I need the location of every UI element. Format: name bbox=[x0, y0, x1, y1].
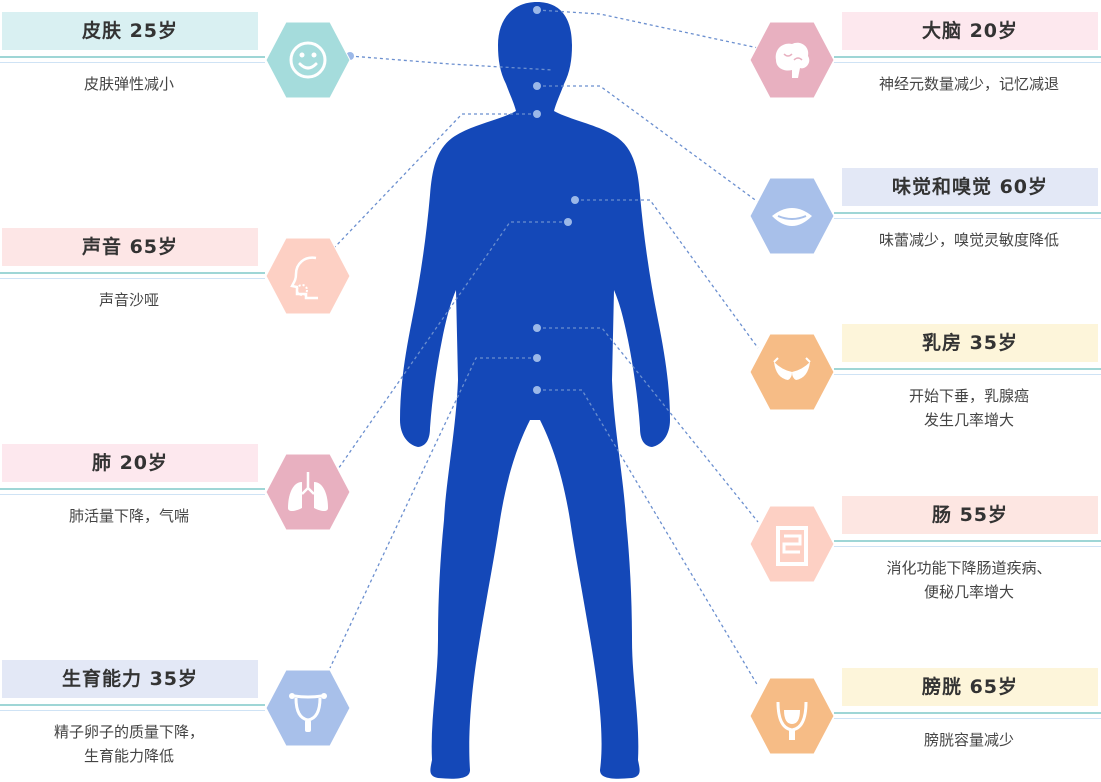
card-divider bbox=[834, 546, 1101, 547]
card-intestine: 肠 55岁 消化功能下降肠道疾病、 便秘几率增大 bbox=[748, 496, 1101, 626]
body-point-dot bbox=[533, 6, 541, 14]
card-description: 肺活量下降，气喘 bbox=[68, 507, 189, 525]
connector-line bbox=[349, 55, 554, 71]
card-divider bbox=[0, 494, 265, 495]
card-description: 声音沙哑 bbox=[98, 291, 159, 309]
card-divider bbox=[0, 704, 265, 706]
bra-icon bbox=[748, 332, 836, 412]
connector-line bbox=[335, 221, 568, 473]
connector-line bbox=[575, 199, 759, 349]
connector-line bbox=[536, 9, 759, 49]
connector-line bbox=[537, 389, 759, 687]
voice-head-icon bbox=[264, 236, 352, 316]
uterus-icon bbox=[264, 668, 352, 748]
card-divider bbox=[834, 56, 1101, 58]
body-point-dot bbox=[533, 386, 541, 394]
card-title: 肠 55岁 bbox=[842, 496, 1098, 534]
card-title: 膀胱 65岁 bbox=[842, 668, 1098, 706]
card-divider bbox=[0, 56, 265, 58]
body-point-dot bbox=[564, 218, 572, 226]
smile-face-icon bbox=[264, 20, 352, 100]
card-title: 声音 65岁 bbox=[2, 228, 258, 266]
card-title: 乳房 35岁 bbox=[842, 324, 1098, 362]
card-divider bbox=[834, 374, 1101, 375]
card-brain: 大脑 20岁 神经元数量减少，记忆减退 bbox=[748, 12, 1101, 122]
card-title: 味觉和嗅觉 60岁 bbox=[842, 168, 1098, 206]
connector-line bbox=[537, 85, 759, 203]
bladder-icon bbox=[748, 676, 836, 756]
intestine-icon bbox=[748, 504, 836, 584]
card-description: 消化功能下降肠道疾病、 便秘几率增大 bbox=[886, 559, 1052, 601]
card-divider bbox=[834, 540, 1101, 542]
connector-line bbox=[333, 113, 537, 249]
body-point-dot bbox=[533, 324, 541, 332]
card-divider bbox=[0, 62, 265, 63]
card-description: 皮肤弹性减小 bbox=[83, 75, 174, 93]
card-divider bbox=[0, 278, 265, 279]
card-divider bbox=[834, 368, 1101, 370]
body-point-dot bbox=[533, 82, 541, 90]
card-title: 生育能力 35岁 bbox=[2, 660, 258, 698]
card-divider bbox=[0, 710, 265, 711]
card-voice: 声音 65岁 声音沙哑 bbox=[0, 228, 352, 338]
card-description: 精子卵子的质量下降， 生育能力降低 bbox=[53, 723, 204, 765]
card-title: 肺 20岁 bbox=[2, 444, 258, 482]
card-description: 膀胱容量减少 bbox=[923, 731, 1014, 749]
card-divider bbox=[834, 712, 1101, 714]
mouth-icon bbox=[748, 176, 836, 256]
body-point-dot bbox=[533, 110, 541, 118]
card-description: 神经元数量减少，记忆减退 bbox=[878, 75, 1059, 93]
body-point-dot bbox=[571, 196, 579, 204]
card-fertility: 生育能力 35岁 精子卵子的质量下降， 生育能力降低 bbox=[0, 660, 352, 780]
card-lungs: 肺 20岁 肺活量下降，气喘 bbox=[0, 444, 352, 554]
card-title: 皮肤 25岁 bbox=[2, 12, 258, 50]
card-title: 大脑 20岁 bbox=[842, 12, 1098, 50]
card-bladder: 膀胱 65岁 膀胱容量减少 bbox=[748, 668, 1101, 778]
card-description: 开始下垂，乳腺癌 发生几率增大 bbox=[908, 387, 1029, 429]
connector-line bbox=[329, 357, 537, 669]
brain-icon bbox=[748, 20, 836, 100]
card-breast: 乳房 35岁 开始下垂，乳腺癌 发生几率增大 bbox=[748, 324, 1101, 454]
card-taste-smell: 味觉和嗅觉 60岁 味蕾减少，嗅觉灵敏度降低 bbox=[748, 168, 1101, 278]
card-divider bbox=[834, 718, 1101, 719]
connector-line bbox=[537, 327, 759, 523]
body-point-dot bbox=[533, 354, 541, 362]
card-divider bbox=[834, 218, 1101, 219]
card-divider bbox=[834, 212, 1101, 214]
card-divider bbox=[0, 488, 265, 490]
card-description: 味蕾减少，嗅觉灵敏度降低 bbox=[878, 231, 1059, 249]
lungs-icon bbox=[264, 452, 352, 532]
card-divider bbox=[0, 272, 265, 274]
card-divider bbox=[834, 62, 1101, 63]
card-skin: 皮肤 25岁 皮肤弹性减小 bbox=[0, 12, 352, 122]
